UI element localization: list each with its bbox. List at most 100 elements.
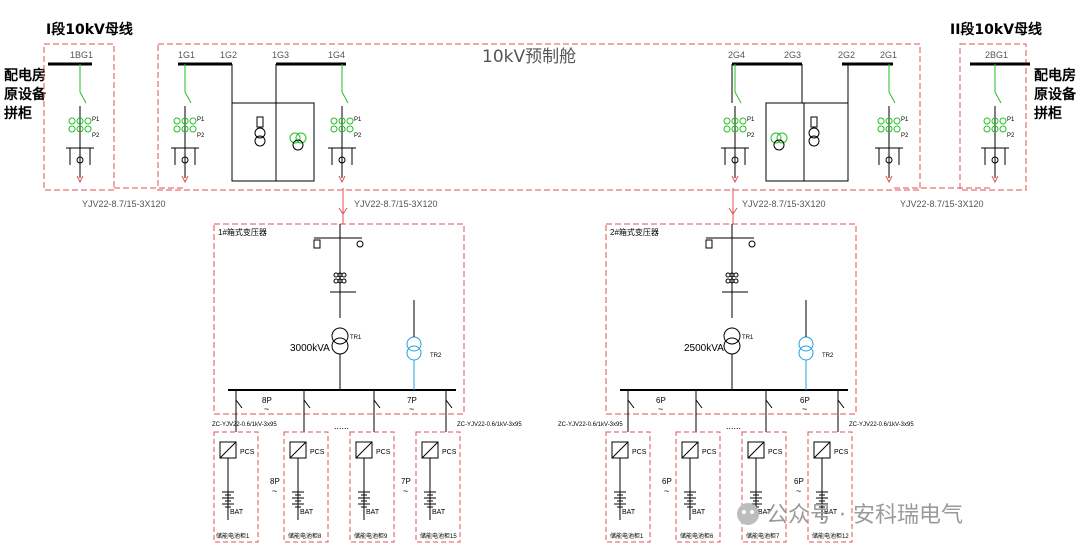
tx2-tr1-b [723, 337, 741, 355]
cab-1g2: 1G2 [220, 50, 237, 60]
unit-label-t1-2: 储能电池柜8 [288, 532, 322, 540]
feeder-1g1-p1: P1 [197, 117, 205, 123]
storage-unit-box-2-1 [675, 431, 721, 543]
storage-unit-2-1: PCS BAT [675, 431, 721, 543]
transformer-1-tilde-left: ~ [264, 404, 269, 414]
right-orig-line2: 原设备 [1034, 86, 1077, 103]
pcs-label: PCS [240, 449, 255, 456]
transformer-2-dots: ...... [726, 421, 741, 431]
transformer-2-feeder-cable-right: ZC-YJV22-0.6/1kV-3x95 [849, 422, 914, 428]
feeder-2g1-ct-a [885, 117, 893, 125]
tx1-tr1-a [331, 327, 349, 345]
bat-label: BAT [692, 509, 706, 516]
unit-label-t1-4: 储能电池柜15 [420, 532, 457, 540]
transformer-1-rating: 3000kVA [290, 343, 330, 354]
feeder-2g4-ct-a [723, 117, 731, 125]
cab-1g1: 1G1 [178, 50, 195, 60]
right-orig-line3: 拼柜 [1034, 105, 1062, 122]
feeder-1g1-ct-a [173, 117, 181, 125]
storage-unit-box-1-0 [213, 431, 259, 543]
cab-2g2: 2G2 [838, 50, 855, 60]
transformer-2-unit-parallel-right: 6P [794, 477, 804, 486]
feeder-1g4-ct-b [338, 125, 346, 133]
pcs-label: PCS [768, 449, 783, 456]
tx2-lv-switch-3 [837, 399, 845, 409]
transformer-1-feeder-cable-right: ZC-YJV22-0.6/1kV-3x95 [457, 422, 522, 428]
transformer-2-parallel-left: 6P [656, 396, 666, 405]
transformer-1-box [213, 223, 465, 415]
feeder-2g1-ct-b [885, 125, 893, 133]
transformer-1-unit-parallel-left: 8P [270, 477, 280, 486]
transformer-2-internals [620, 224, 848, 432]
transformer-1-tilde-right: ~ [409, 404, 414, 414]
feeder-2bg1-ct-a [999, 117, 1007, 125]
wechat-logo-icon [737, 503, 759, 525]
feeder-2g1-ct-a [877, 117, 885, 125]
feeder-2bg1-ct-a [983, 117, 991, 125]
feeder-2bg1-meter [991, 156, 999, 164]
left-bus-title: I段10kV母线 [46, 21, 133, 38]
transformer-2-box [605, 223, 857, 415]
storage-units: PCSBATPCSBATPCSBATPCSBATPCSBATPCSBATPCSB… [213, 224, 853, 543]
transformer-1-internals [228, 224, 456, 432]
cab-2g4: 2G4 [728, 50, 745, 60]
right-original-cabinet-box [959, 43, 1027, 191]
transformer-1-tr2: TR2 [430, 353, 442, 359]
transformer-1-title: 1#箱式变压器 [218, 227, 267, 237]
feeder-1g4-p1: P1 [354, 117, 362, 123]
tx2-tr1-a [723, 327, 741, 345]
transformer-2-parallel-right: 6P [800, 396, 810, 405]
tx2-lv-switch-0 [627, 399, 635, 409]
pt-compartment-left [231, 102, 277, 182]
feeder-1bg1-switch [79, 91, 87, 104]
pcs-diagonal [611, 441, 629, 459]
feeder-1bg1-p1: P1 [92, 117, 100, 123]
feeder-1bg1-p2: P2 [92, 133, 100, 139]
tx1-ct [341, 272, 347, 278]
feeder-2bg1-ct-a [991, 117, 999, 125]
tx2-ct2 [733, 278, 739, 284]
feeder-1g4-ct-a [338, 117, 346, 125]
transformer-2-unit-tilde-right: ~ [796, 486, 801, 496]
cable-left-inner: YJV22-8.7/15-3X120 [354, 199, 438, 209]
bat-label: BAT [300, 509, 314, 516]
feeder-2g1-p2: P2 [901, 133, 909, 139]
tx2-tr2-a [798, 336, 814, 352]
transformer-2-title: 2#箱式变压器 [610, 227, 659, 237]
feeder-2g4-ct-b [739, 125, 747, 133]
feeder-1g1-p2: P2 [197, 133, 205, 139]
cab-1g3: 1G3 [272, 50, 289, 60]
feeder-1g1-ct-b [189, 125, 197, 133]
bat-label: BAT [432, 509, 446, 516]
feeder-1g4-ct-a [330, 117, 338, 125]
feeder-2bg1-ct-b [983, 125, 991, 133]
transformer-2-tilde-right: ~ [802, 404, 807, 414]
pt-compartment-right-2 [803, 102, 849, 182]
pcs-label: PCS [834, 449, 849, 456]
feeder-1g1-ct-a [181, 117, 189, 125]
tx2-lv-switch-1 [695, 399, 703, 409]
feeder-1g4-meter [338, 156, 346, 164]
transformer-2-tr2: TR2 [822, 353, 834, 359]
tx2-tr2-b [798, 345, 814, 361]
cable-right-outer: YJV22-8.7/15-3X120 [900, 199, 984, 209]
feeder-2g4-arrow [731, 175, 739, 184]
transformer-1-group: 1#箱式变压器 3000kVA TR1 TR2 8P 7P ~ ~ ZC-YJV… [212, 223, 522, 496]
feeder-2g4-switch [734, 91, 742, 104]
storage-unit-box-2-3 [807, 431, 853, 543]
feeder-2g4-p1: P1 [747, 117, 755, 123]
feeder-1g1-arrow [181, 175, 189, 184]
unit-label-t2-1: 储能电池柜1 [610, 532, 644, 540]
unit-label-t1-1: 储能电池柜1 [216, 532, 250, 540]
pcs-label: PCS [702, 449, 717, 456]
tx1-lv-switch-1 [303, 399, 311, 409]
tx2-ct [725, 272, 731, 278]
cab-2g1: 2G1 [880, 50, 897, 60]
